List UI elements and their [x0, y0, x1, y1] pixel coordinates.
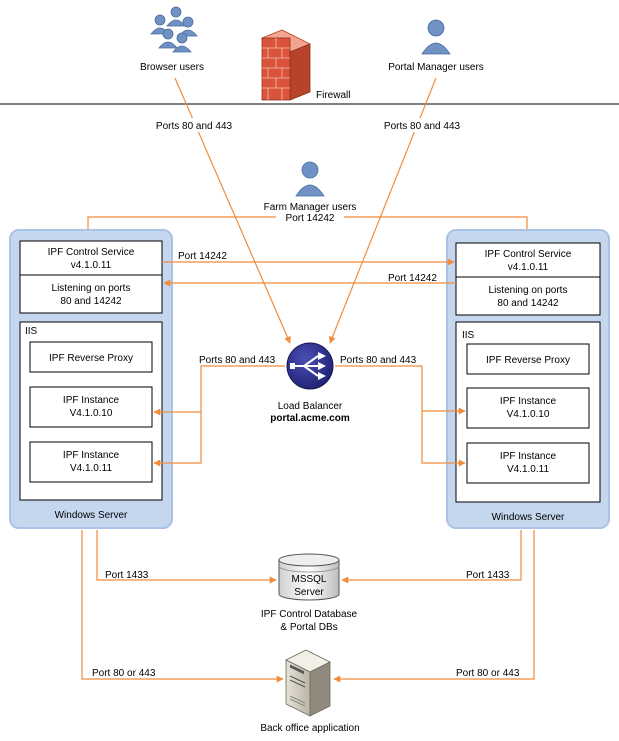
- user-group-icon: [150, 6, 198, 53]
- right-instance2-title: IPF Instance: [500, 451, 557, 462]
- load-balancer-host: portal.acme.com: [270, 413, 350, 424]
- right-iis-label: IIS: [462, 330, 475, 341]
- lb-to-right-instance1-arrow: [335, 365, 466, 415]
- load-balancer-icon: [286, 342, 334, 390]
- left-reverse-proxy-box: [29, 341, 153, 373]
- right-server-to-db-arrow: [341, 530, 522, 584]
- left-control-service-box: [19, 240, 163, 276]
- browser-ports-label: Ports 80 and 443: [156, 121, 233, 132]
- right-reverse-proxy-label: IPF Reverse Proxy: [486, 355, 570, 366]
- db-label-line1: MSSQL: [291, 574, 326, 585]
- right-instance2-version: V4.1.0.11: [507, 464, 550, 475]
- left-listening-line1: Listening on ports: [52, 283, 131, 294]
- right-to-left-port-label: Port 14242: [388, 273, 437, 284]
- db-caption-line2: & Portal DBs: [280, 622, 337, 633]
- right-instance2-box: [466, 442, 590, 484]
- right-instance1-version: V4.1.0.10: [507, 409, 550, 420]
- db-caption-line1: IPF Control Database: [261, 609, 358, 620]
- right-control-service-version: v4.1.0.11: [508, 262, 549, 273]
- left-iis-label: IIS: [25, 326, 38, 337]
- firewall-icon: [261, 29, 311, 101]
- farm-manager-users-label: Farm Manager users: [264, 202, 357, 213]
- right-windows-server: IPF Control Service v4.1.0.11 Listening …: [446, 229, 610, 529]
- left-instance2-box: [29, 441, 153, 483]
- lb-to-left-instance2-arrow: [153, 412, 202, 467]
- right-listening-line2: 80 and 14242: [497, 298, 559, 309]
- farm-manager-user-icon: [295, 161, 325, 197]
- left-instance1-box: [29, 386, 153, 428]
- left-instance1-title: IPF Instance: [63, 395, 120, 406]
- browser-users-label: Browser users: [140, 62, 204, 73]
- right-server-to-backoffice-arrow: [333, 530, 535, 683]
- lb-right-ports-label: Ports 80 and 443: [340, 355, 417, 366]
- left-to-right-port-label: Port 14242: [178, 251, 227, 262]
- left-db-port-label: Port 1433: [105, 570, 149, 581]
- farm-manager-port-label: Port 14242: [286, 213, 335, 224]
- left-instance2-title: IPF Instance: [63, 450, 120, 461]
- label-bg: [150, 118, 238, 132]
- right-reverse-proxy-box: [466, 343, 590, 375]
- right-db-port-label: Port 1433: [466, 570, 510, 581]
- left-instance1-version: V4.1.0.10: [70, 408, 113, 419]
- left-control-service-version: v4.1.0.11: [71, 260, 112, 271]
- right-control-service-box: [455, 242, 601, 278]
- left-backoffice-port-label: Port 80 or 443: [92, 668, 156, 679]
- load-balancer-title: Load Balancer: [278, 401, 343, 412]
- left-instance2-version: V4.1.0.11: [70, 463, 113, 474]
- back-office-label: Back office application: [260, 723, 359, 734]
- server-tower-icon: [285, 649, 331, 717]
- left-reverse-proxy-label: IPF Reverse Proxy: [49, 353, 133, 364]
- left-server-to-backoffice-arrow: [81, 530, 284, 683]
- portal-manager-ports-label: Ports 80 and 443: [384, 121, 461, 132]
- firewall-label: Firewall: [316, 90, 350, 101]
- right-backoffice-port-label: Port 80 or 443: [456, 668, 520, 679]
- left-control-service-title: IPF Control Service: [48, 247, 135, 258]
- left-listening-box: [19, 274, 163, 314]
- lb-to-left-instance1-arrow: [153, 365, 285, 416]
- db-label-line2: Server: [294, 587, 324, 598]
- portal-manager-user-icon: [421, 19, 451, 55]
- database-icon: [278, 553, 340, 601]
- left-windows-server-label: Windows Server: [55, 510, 128, 521]
- right-control-service-title: IPF Control Service: [485, 249, 572, 260]
- right-listening-box: [455, 276, 601, 316]
- left-windows-server: IPF Control Service v4.1.0.11 Listening …: [9, 229, 173, 529]
- right-listening-line1: Listening on ports: [489, 285, 568, 296]
- right-instance1-box: [466, 387, 590, 429]
- lb-left-ports-label: Ports 80 and 443: [199, 355, 276, 366]
- lb-to-right-instance2-arrow: [421, 411, 466, 467]
- label-bg: [378, 118, 466, 132]
- portal-manager-users-label: Portal Manager users: [388, 62, 484, 73]
- left-listening-line2: 80 and 14242: [60, 296, 122, 307]
- right-windows-server-label: Windows Server: [492, 512, 565, 523]
- left-server-to-db-arrow: [96, 530, 277, 584]
- right-instance1-title: IPF Instance: [500, 396, 557, 407]
